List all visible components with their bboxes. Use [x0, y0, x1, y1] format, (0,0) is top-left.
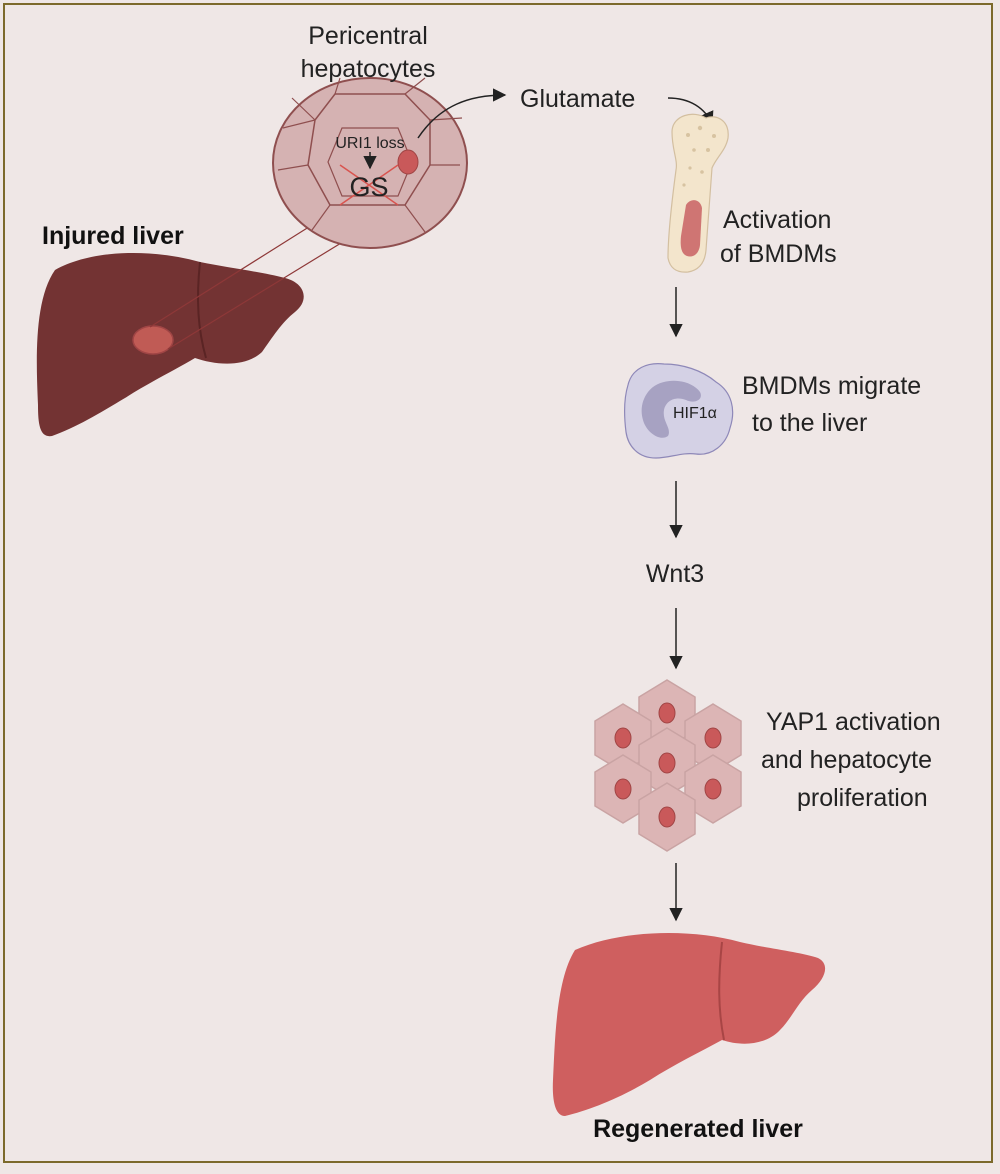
uri1-loss-label: URI1 loss — [335, 135, 404, 152]
zoom-line-upper — [149, 224, 313, 328]
bone-marrow — [680, 200, 702, 257]
gs-label: GS — [349, 172, 388, 202]
hif1a-label: HIF1α — [673, 405, 717, 422]
bmdm-migrate-label-line2: to the liver — [752, 409, 867, 437]
lobule-to-glutamate-arrow — [417, 88, 507, 139]
wnt3-label: Wnt3 — [646, 560, 704, 588]
injury-focus — [132, 325, 174, 355]
yap1-label-line3: proliferation — [797, 784, 928, 812]
injured-liver-label: Injured liver — [42, 222, 184, 250]
lobule-icon — [272, 77, 468, 249]
regenerated-liver-icon — [552, 932, 826, 1116]
zoom-line-lower — [167, 239, 347, 350]
regenerated-liver-label: Regenerated liver — [593, 1115, 803, 1143]
activation-label-line1: Activation — [723, 206, 831, 234]
yap1-label-line1: YAP1 activation — [766, 708, 941, 736]
pericentral-label-line1: Pericentral — [308, 22, 428, 50]
hepatocyte-nuclei — [614, 702, 722, 828]
bmdm-migrate-label-line1: BMDMs migrate — [742, 372, 921, 400]
activation-label-line2: of BMDMs — [720, 240, 837, 268]
figure-border — [3, 3, 993, 1163]
pericentral-label-line2: hepatocytes — [301, 55, 436, 83]
bone-icon — [667, 113, 729, 273]
hepatocyte-nucleus — [397, 149, 419, 175]
gs-cross-line-2 — [339, 164, 399, 206]
injured-liver-icon — [36, 252, 304, 437]
macrophage-icon — [624, 363, 734, 459]
yap1-label-line2: and hepatocyte — [761, 746, 932, 774]
glutamate-label: Glutamate — [520, 85, 635, 113]
